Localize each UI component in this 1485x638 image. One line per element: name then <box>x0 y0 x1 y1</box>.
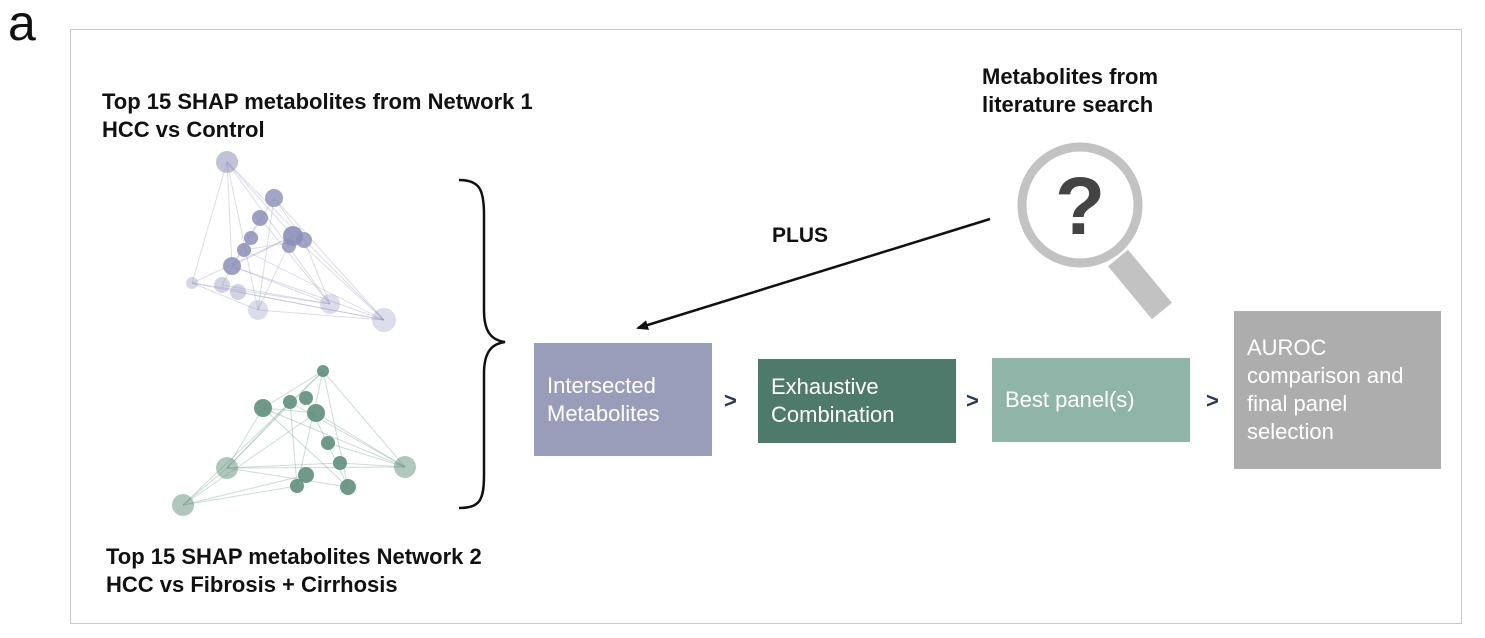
curly-brace <box>458 178 506 510</box>
plus-label: PLUS <box>772 224 829 247</box>
figure-frame <box>70 29 1462 624</box>
network1-title-line1: Top 15 SHAP metabolites from Network 1 <box>102 89 533 114</box>
literature-title-line2: literature search <box>982 92 1154 117</box>
step-best-panels-line1: Best panel(s) <box>1005 387 1135 412</box>
step-arrow-2: > <box>966 388 979 413</box>
network2-title: Top 15 SHAP metabolites Network 2 HCC vs… <box>106 543 482 599</box>
step-auroc-line1: AUROC <box>1247 335 1327 360</box>
step-auroc-line3: final panel <box>1247 391 1348 416</box>
step-best-panels: Best panel(s) <box>992 358 1190 442</box>
step-arrow-3: > <box>1206 388 1219 413</box>
literature-title: Metabolites from literature search <box>982 63 1158 119</box>
network2-title-line2: HCC vs Fibrosis + Cirrhosis <box>106 572 398 597</box>
svg-text:?: ? <box>1055 161 1105 252</box>
network1-nodes <box>186 151 396 332</box>
step-exhaustive-line2: Combination <box>771 402 895 427</box>
network2-nodes <box>172 365 416 516</box>
network1-title-line2: HCC vs Control <box>102 117 265 142</box>
step-auroc-line4: selection <box>1247 419 1334 444</box>
step-intersected-line1: Intersected <box>547 372 656 398</box>
magnifier-question-icon: ? <box>1017 142 1173 320</box>
network1-title: Top 15 SHAP metabolites from Network 1 H… <box>102 88 533 144</box>
step-intersected-line2: Metabolites <box>547 400 660 426</box>
step-arrow-1: > <box>724 388 737 413</box>
step-auroc-line2: comparison and <box>1247 363 1404 388</box>
step-intersected-metabolites: Intersected Metabolites <box>534 343 712 456</box>
network2-title-line1: Top 15 SHAP metabolites Network 2 <box>106 544 482 569</box>
step-auroc-selection: AUROC comparison and final panel selecti… <box>1234 311 1441 469</box>
step-exhaustive-combination: Exhaustive Combination <box>758 359 956 443</box>
literature-title-line1: Metabolites from <box>982 64 1159 89</box>
literature-arrow <box>636 217 991 330</box>
panel-letter: a <box>8 0 36 51</box>
step-exhaustive-line1: Exhaustive <box>771 374 879 399</box>
